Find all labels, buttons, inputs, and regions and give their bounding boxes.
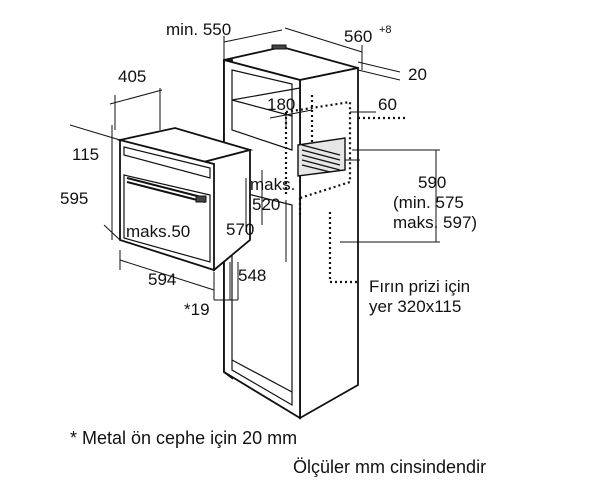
oven-door-handle [126,177,206,199]
cabinet-upper-opening [231,69,293,151]
label-20: 20 [408,65,427,84]
label-socket-line1: Fırın prizi için [369,277,470,296]
label-maks: maks. [250,175,295,194]
label-star-19: *19 [184,300,210,319]
oven-door-window [123,174,211,263]
label-180: 180 [267,95,295,114]
label-115: 115 [72,145,99,164]
cabinet-upper-shelf [231,99,293,117]
label-570: 570 [226,220,254,239]
label-560-sup: +8 [379,24,392,36]
label-520: 520 [252,195,280,214]
label-560: 560 [344,27,372,46]
units-note: Ölçüler mm cinsindendir [293,457,486,477]
label-min-575: (min. 575 [393,193,464,212]
socket-box [297,137,346,177]
footnote-metal-front: * Metal ön cephe için 20 mm [70,428,297,448]
label-590: 590 [418,173,446,192]
cabinet-vent [271,44,287,50]
label-594: 594 [148,270,176,289]
label-595: 595 [60,189,88,208]
cabinet-bottom-edge [231,359,293,393]
dimension-labels: min. 550 560 +8 20 405 180 60 115 maks. … [60,20,477,319]
label-60: 60 [378,95,397,114]
label-socket-line2: yer 320x115 [369,297,461,316]
label-548: 548 [238,266,266,285]
label-maks50: maks.50 [126,222,190,241]
niche-outline [284,95,408,284]
label-405: 405 [118,67,146,86]
cabinet-plinth [223,371,301,419]
cabinet-lower-opening [231,189,293,407]
oven-handle-end [195,195,207,203]
label-min-550: min. 550 [166,20,231,39]
oven [116,127,254,272]
dimension-lines [69,27,440,301]
label-maks-597: maks. 597) [393,213,477,232]
cabinet-shelf-edge [231,87,301,101]
oven-control-panel [123,146,211,179]
